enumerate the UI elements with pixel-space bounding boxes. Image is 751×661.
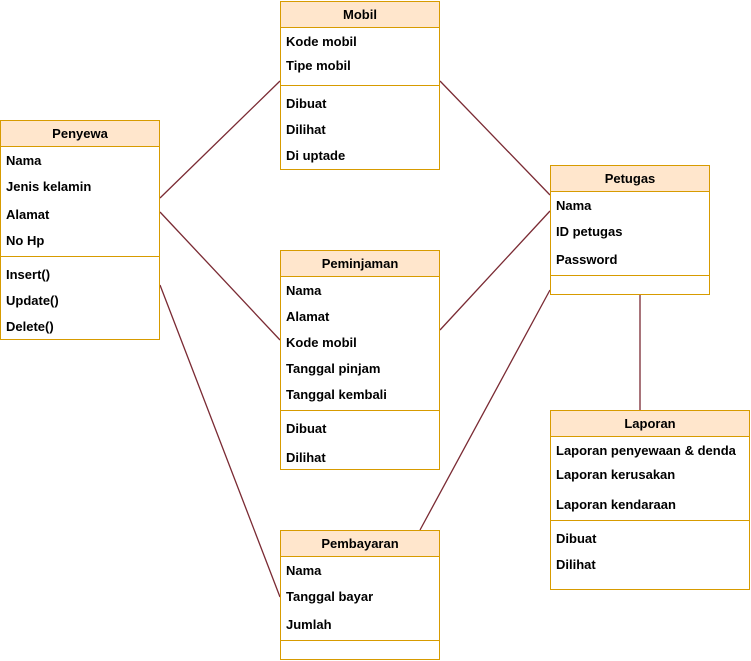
- attribute-kode-mobil: Kode mobil: [286, 335, 357, 350]
- class-penyewa-divider: [1, 256, 159, 257]
- class-petugas-name: Petugas: [551, 166, 709, 192]
- method-delete: Delete(): [6, 319, 54, 334]
- association-penyewa-peminjaman: [159, 211, 281, 341]
- class-mobil[interactable]: Mobil Kode mobil Tipe mobil Dibuat Dilih…: [280, 1, 440, 170]
- class-laporan-name: Laporan: [551, 411, 749, 437]
- method-dilihat: Dilihat: [556, 557, 596, 572]
- association-pembayaran-petugas: [419, 289, 551, 531]
- class-mobil-divider: [281, 85, 439, 86]
- attribute-nama: Nama: [286, 283, 322, 298]
- attribute-kode-mobil: Kode mobil: [286, 34, 357, 49]
- method-dilihat: Dilihat: [286, 450, 326, 465]
- method-di-uptade: Di uptade: [286, 148, 346, 163]
- method-dibuat: Dibuat: [556, 531, 597, 546]
- attribute-password: Password: [556, 252, 618, 267]
- association-peminjaman-petugas: [439, 210, 551, 331]
- method-dibuat: Dibuat: [286, 96, 327, 111]
- association-penyewa-mobil: [159, 80, 281, 199]
- class-pembayaran-name: Pembayaran: [281, 531, 439, 557]
- class-laporan[interactable]: Laporan Laporan penyewaan & denda Lapora…: [550, 410, 750, 590]
- class-pembayaran[interactable]: Pembayaran Nama Tanggal bayar Jumlah: [280, 530, 440, 660]
- class-pembayaran-divider: [281, 640, 439, 641]
- class-petugas-divider: [551, 275, 709, 276]
- class-penyewa-name: Penyewa: [1, 121, 159, 147]
- attribute-alamat: Alamat: [6, 207, 50, 222]
- class-peminjaman[interactable]: Peminjaman Nama Alamat Kode mobil Tangga…: [280, 250, 440, 470]
- class-laporan-divider: [551, 520, 749, 521]
- attribute-laporan-penyewaan-denda: Laporan penyewaan & denda: [556, 443, 736, 458]
- method-dibuat: Dibuat: [286, 421, 327, 436]
- attribute-id-petugas: ID petugas: [556, 224, 623, 239]
- class-peminjaman-name: Peminjaman: [281, 251, 439, 277]
- class-peminjaman-divider: [281, 410, 439, 411]
- method-dilihat: Dilihat: [286, 122, 326, 137]
- method-insert: Insert(): [6, 267, 51, 282]
- class-penyewa[interactable]: Penyewa Nama Jenis kelamin Alamat No Hp …: [0, 120, 160, 340]
- attribute-laporan-kendaraan: Laporan kendaraan: [556, 497, 676, 512]
- attribute-tanggal-kembali: Tanggal kembali: [286, 387, 387, 402]
- association-mobil-petugas: [439, 80, 551, 196]
- attribute-jenis-kelamin: Jenis kelamin: [6, 179, 92, 194]
- attribute-tanggal-bayar: Tanggal bayar: [286, 589, 374, 604]
- attribute-alamat: Alamat: [286, 309, 330, 324]
- attribute-nama: Nama: [286, 563, 322, 578]
- attribute-laporan-kerusakan: Laporan kerusakan: [556, 467, 676, 482]
- attribute-tipe-mobil: Tipe mobil: [286, 58, 351, 73]
- attribute-nama: Nama: [556, 198, 592, 213]
- attribute-tanggal-pinjam: Tanggal pinjam: [286, 361, 381, 376]
- association-penyewa-pembayaran: [159, 284, 281, 598]
- attribute-jumlah: Jumlah: [286, 617, 332, 632]
- class-petugas[interactable]: Petugas Nama ID petugas Password: [550, 165, 710, 295]
- attribute-no-hp: No Hp: [6, 233, 45, 248]
- class-mobil-name: Mobil: [281, 2, 439, 28]
- attribute-nama: Nama: [6, 153, 42, 168]
- method-update: Update(): [6, 293, 59, 308]
